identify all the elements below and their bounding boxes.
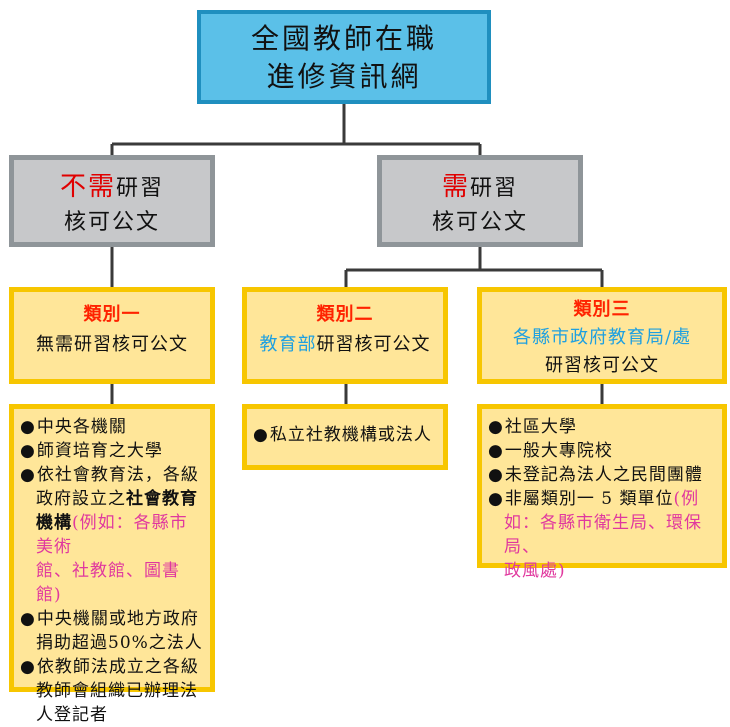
category-1-title: 類別一 (83, 304, 141, 325)
list-3-item-4-text: 非屬類別一 5 類單位 (504, 489, 674, 509)
category-3-line-2: 研習核可公文 (545, 355, 659, 376)
branch-right-rest: 研習 (470, 176, 519, 201)
branch-left-line-1: 不需研習 (14, 170, 210, 206)
list-1-item-3: 依社會教育法，各級 (20, 463, 204, 487)
list-category-1: 中央各機關 師資培育之大學 依社會教育法，各級 政府設立之社會教育 機構(例如：… (9, 404, 215, 725)
list-1-item-3-cont: 政府設立之社會教育 (20, 487, 204, 511)
category-2-desc: 教育部研習核可公文 (247, 330, 443, 360)
category-2-desc-blue: 教育部 (259, 334, 317, 355)
connector-lines (110, 104, 604, 404)
list-1-item-3-bold-2: 機構 (36, 513, 72, 533)
list-3-item-4: 非屬類別一 5 類單位(例 (488, 487, 716, 511)
branch-right-emphasis: 需 (441, 172, 470, 202)
list-3-item-2: 一般大專院校 (488, 439, 716, 463)
list-1-item-3-bold: 社會教育 (126, 489, 198, 509)
list-3-item-4-example-2: 如：各縣市衛生局、環保局、 (504, 513, 702, 557)
list-category-3: 社區大學 一般大專院校 未登記為法人之民間團體 非屬類別一 5 類單位(例 如：… (477, 404, 727, 581)
root-to-branches (110, 104, 482, 155)
branch-left-rest: 研習 (116, 176, 165, 201)
list-3-item-4-example: (例 (673, 489, 700, 509)
root-node: 全國教師在職 進修資訊網 (197, 10, 491, 104)
category-3-title: 類別三 (573, 299, 631, 320)
list-2-item-1: 私立社教機構或法人 (253, 423, 437, 447)
list-category-2: 私立社教機構或法人 (242, 404, 448, 470)
list-1-item-5-cont2: 人登記者 (36, 705, 108, 725)
list-1-item-4: 中央機關或地方政府 (20, 607, 204, 631)
list-3-item-4-example-3: 政風處) (504, 561, 566, 581)
branch-right-line-1: 需研習 (382, 170, 578, 206)
branch-approval: 需研習 核可公文 (377, 155, 583, 247)
category-1-desc: 無需研習核可公文 (36, 334, 188, 355)
category-2-desc-rest: 研習核可公文 (316, 334, 431, 355)
list-1-item-1: 中央各機關 (20, 415, 204, 439)
list-3-item-3: 未登記為法人之民間團體 (488, 463, 716, 487)
list-1-item-3-cont2: 機構(例如：各縣市美術 (20, 511, 204, 559)
branch-left-line-2: 核可公文 (63, 210, 160, 235)
root-line-1: 全國教師在職 (250, 22, 437, 55)
list-1-item-5: 依教師法成立之各級 (20, 655, 204, 679)
right-to-cats (344, 247, 604, 287)
category-3-line-1: 各縣市政府教育局/處 (512, 327, 692, 348)
list-1-item-2: 師資培育之大學 (20, 439, 204, 463)
list-1-item-3-example-2: 館、社教館、圖書館) (36, 561, 180, 605)
list-1-item-3-text: 政府設立之 (36, 489, 126, 509)
branch-left-emphasis: 不需 (59, 172, 116, 202)
category-2-title: 類別二 (316, 304, 374, 325)
list-1-item-3-example: (例如：各縣市美術 (36, 513, 188, 557)
list-1-item-5-cont: 教師會組織已辦理法 (36, 681, 198, 701)
branch-no-approval: 不需研習 核可公文 (9, 155, 215, 247)
branch-right-line-2: 核可公文 (431, 210, 528, 235)
list-3-item-1: 社區大學 (488, 415, 716, 439)
category-2: 類別二 教育部研習核可公文 (242, 287, 448, 384)
category-1: 類別一 無需研習核可公文 (9, 287, 215, 384)
list-1-item-4-cont: 捐助超過50%之法人 (36, 633, 203, 653)
root-line-2: 進修資訊網 (266, 60, 422, 93)
category-3: 類別三 各縣市政府教育局/處 研習核可公文 (477, 287, 727, 384)
